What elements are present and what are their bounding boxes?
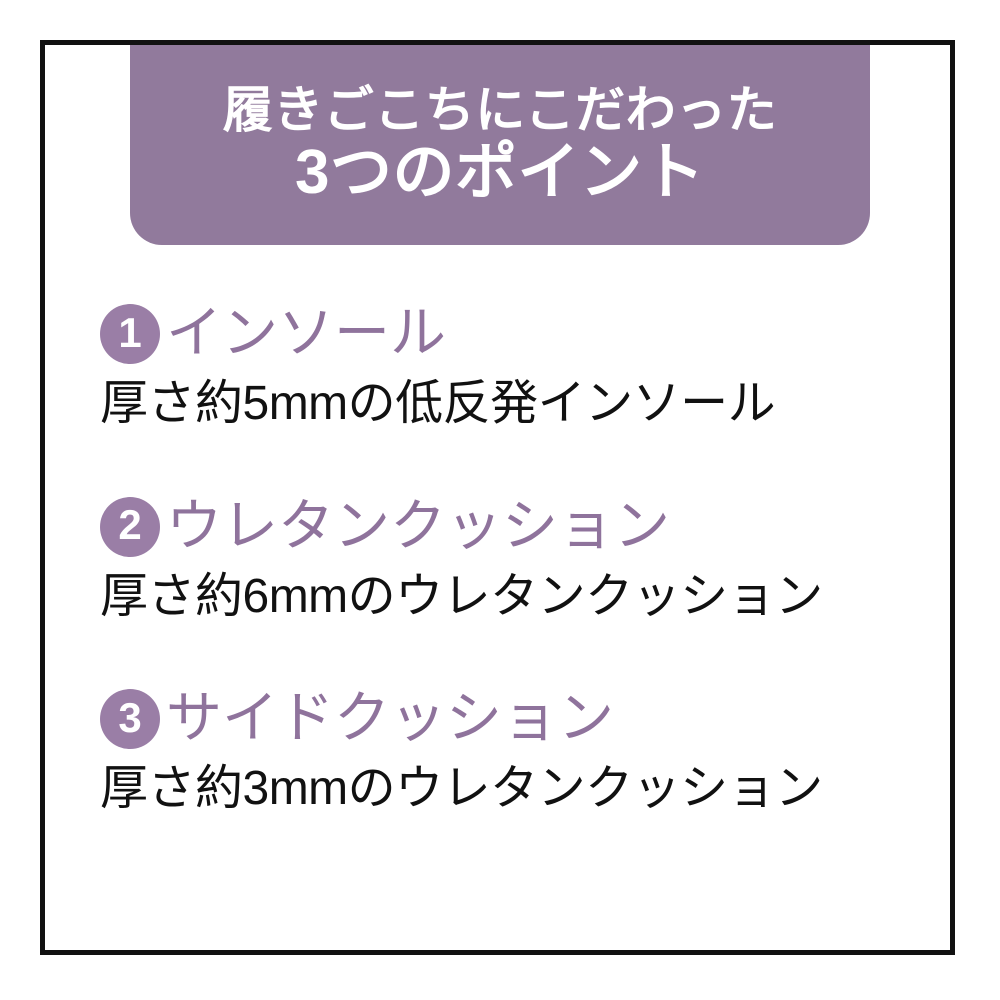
point-heading-3: 3 サイドクッション — [100, 685, 900, 753]
point-title-1: インソール — [166, 303, 446, 365]
points-list: 1 インソール 厚さ約5mmの低反発インソール 2 ウレタンクッション 厚さ約6… — [100, 300, 900, 818]
point-description-3: 厚さ約3mmのウレタンクッション — [100, 762, 823, 816]
point-number-badge-icon-2: 2 — [100, 496, 160, 557]
point-heading-2: 2 ウレタンクッション — [100, 493, 900, 561]
point-item-3: 3 サイドクッション 厚さ約3mmのウレタンクッション — [100, 685, 900, 818]
banner-header: 履きごこちにこだわった 3つのポイント — [130, 45, 870, 245]
point-item-2: 2 ウレタンクッション 厚さ約6mmのウレタンクッション — [100, 493, 900, 626]
point-description-2: 厚さ約6mmのウレタンクッション — [100, 569, 823, 623]
product-feature-card: 履きごこちにこだわった 3つのポイント 1 インソール 厚さ約5mmの低反発イン… — [40, 40, 955, 955]
point-title-2: ウレタンクッション — [166, 495, 670, 558]
point-title-3: サイドクッション — [166, 688, 614, 751]
banner-title-line-2: 3つのポイント — [295, 138, 705, 208]
point-heading-1: 1 インソール — [100, 300, 900, 368]
point-number-badge-icon-1: 1 — [100, 304, 160, 364]
point-number-badge-icon-3: 3 — [100, 689, 160, 750]
point-description-1: 厚さ約5mmの低反発インソール — [100, 377, 776, 430]
banner-title-line-1: 履きごこちにこだわった — [222, 82, 778, 139]
point-item-1: 1 インソール 厚さ約5mmの低反発インソール — [100, 300, 900, 433]
